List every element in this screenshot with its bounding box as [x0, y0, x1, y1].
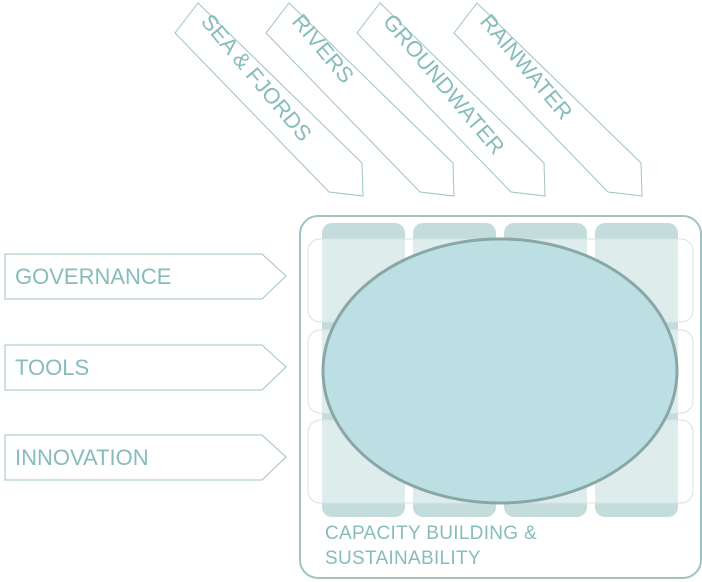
core-ellipse — [321, 237, 679, 505]
capacity-building-label: CAPACITY BUILDING & SUSTAINABILITY — [325, 523, 537, 569]
theme-label: GOVERNANCE — [15, 264, 171, 289]
theme-label: INNOVATION — [15, 445, 149, 470]
theme-arrow: INNOVATION — [4, 434, 287, 481]
theme-arrow: GOVERNANCE — [4, 253, 287, 300]
water-source-arrow: RAINWATER — [453, 2, 643, 197]
theme-arrow: TOOLS — [4, 344, 287, 391]
theme-label: TOOLS — [15, 355, 89, 380]
